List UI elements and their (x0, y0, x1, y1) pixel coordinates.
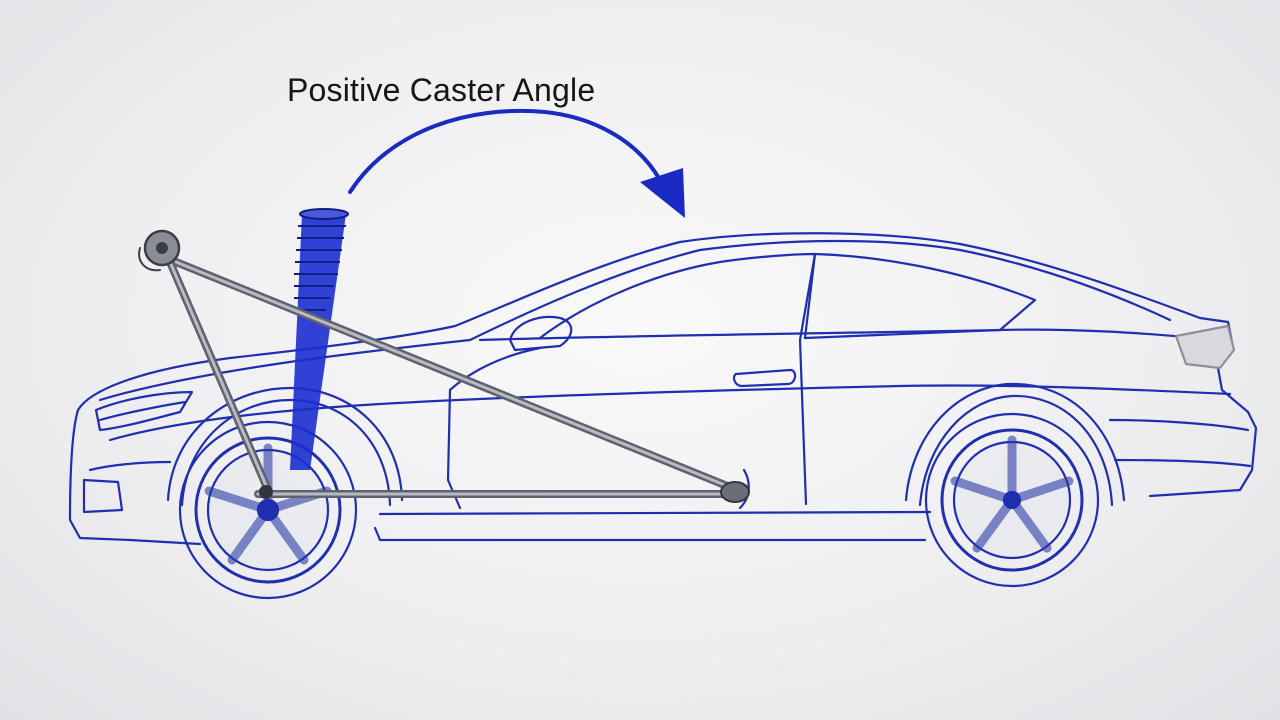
curved-arrow-icon (348, 108, 685, 218)
coilover-strut (290, 208, 349, 470)
car-outline (68, 232, 1258, 546)
suspension-arm (138, 229, 750, 503)
front-wheel (178, 420, 358, 600)
diagram-title: Positive Caster Angle (287, 72, 596, 108)
rear-wheel (924, 412, 1100, 588)
